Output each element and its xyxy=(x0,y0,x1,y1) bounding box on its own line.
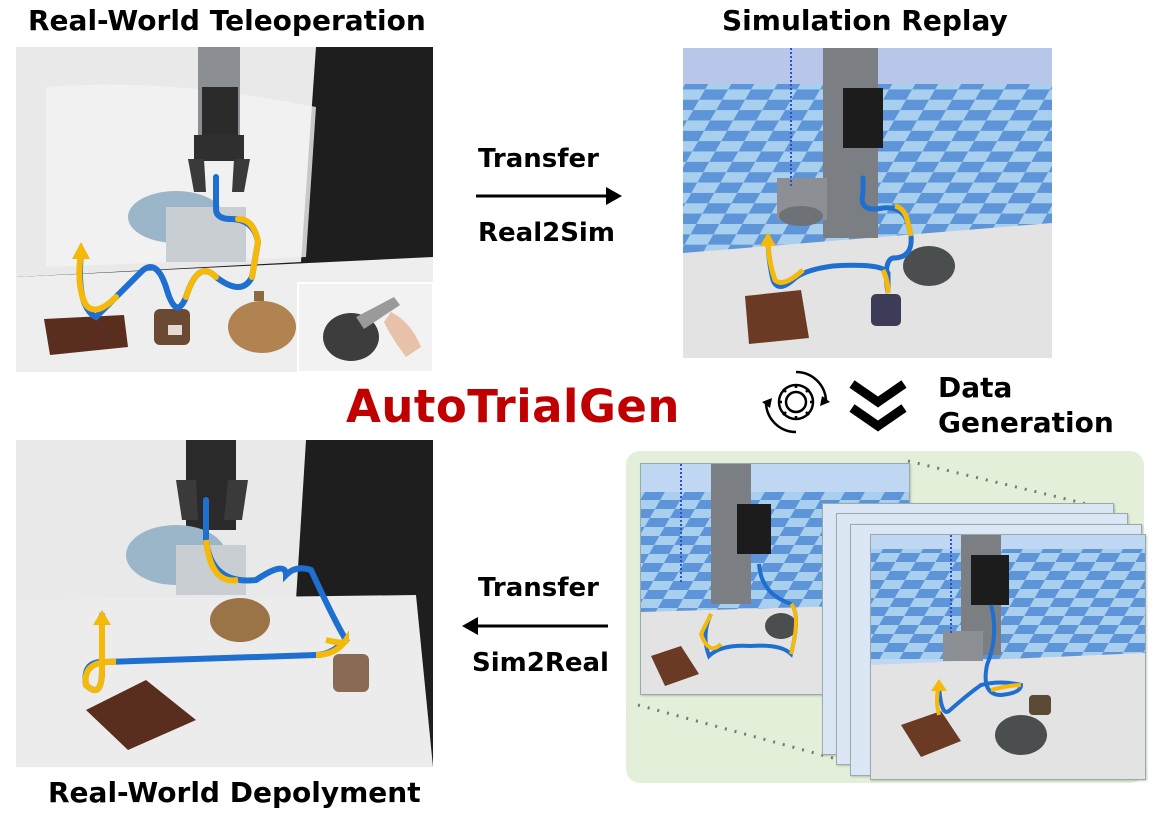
real2sim-label-bottom: Real2Sim xyxy=(478,218,615,248)
sim2real-label-top: Transfer xyxy=(478,573,599,603)
sim2real-label-bottom: Sim2Real xyxy=(472,648,609,678)
deploy-photo xyxy=(16,440,433,767)
teleop-title: Real-World Teleoperation xyxy=(28,4,426,37)
real2sim-label-top: Transfer xyxy=(478,144,599,174)
gear-cycle-icon xyxy=(762,370,830,434)
sim-replay-render xyxy=(683,48,1052,358)
arrow-left-icon xyxy=(462,617,608,635)
sim-replay-title: Simulation Replay xyxy=(722,4,1008,37)
data-generation-line2: Generation xyxy=(938,406,1114,439)
arrow-right-icon xyxy=(476,187,622,205)
method-title: AutoTrialGen xyxy=(346,380,680,433)
teleop-photo xyxy=(16,47,433,372)
data-generation-line1: Data xyxy=(938,371,1013,404)
deploy-title: Real-World Depolyment xyxy=(48,776,421,809)
double-chevron-down-icon xyxy=(849,380,907,432)
generated-sample-front xyxy=(870,534,1146,780)
